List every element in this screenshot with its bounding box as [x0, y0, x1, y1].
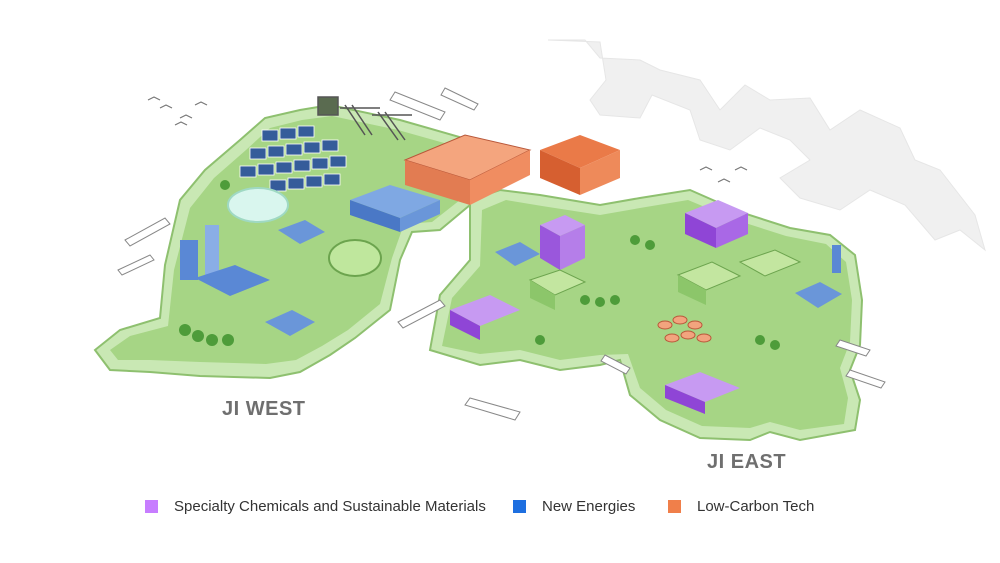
lagoon	[227, 187, 289, 223]
birds	[147, 96, 748, 183]
legend-label-low-carbon: Low-Carbon Tech	[697, 497, 815, 515]
ships	[117, 87, 886, 421]
industrial-buildings	[528, 249, 802, 310]
low-carbon-facilities	[403, 134, 620, 205]
legend-swatch-orange	[668, 499, 681, 513]
map-legend: Specialty Chemicals and Sustainable Mate…	[0, 496, 1000, 518]
storage-tanks	[657, 315, 712, 343]
legend-item-new-energies: New Energies	[513, 496, 635, 516]
new-energy-facilities	[180, 185, 842, 336]
port-cranes	[317, 96, 412, 141]
legend-swatch-purple	[145, 499, 158, 513]
ji-east-label: JI EAST	[707, 451, 787, 473]
legend-label-specialty-chemicals: Specialty Chemicals and Sustainable Mate…	[174, 497, 486, 515]
legend-label-new-energies: New Energies	[542, 497, 636, 515]
trees	[179, 180, 780, 350]
legend-item-specialty-chemicals: Specialty Chemicals and Sustainable Mate…	[145, 496, 486, 516]
specialty-chemical-facilities	[450, 200, 748, 414]
ji-west-label: JI WEST	[222, 398, 306, 420]
solar-farm	[239, 125, 347, 192]
circular-tank-area	[328, 239, 382, 277]
background-land-outline	[547, 39, 986, 252]
legend-swatch-blue	[513, 499, 526, 513]
legend-item-low-carbon: Low-Carbon Tech	[668, 496, 814, 516]
